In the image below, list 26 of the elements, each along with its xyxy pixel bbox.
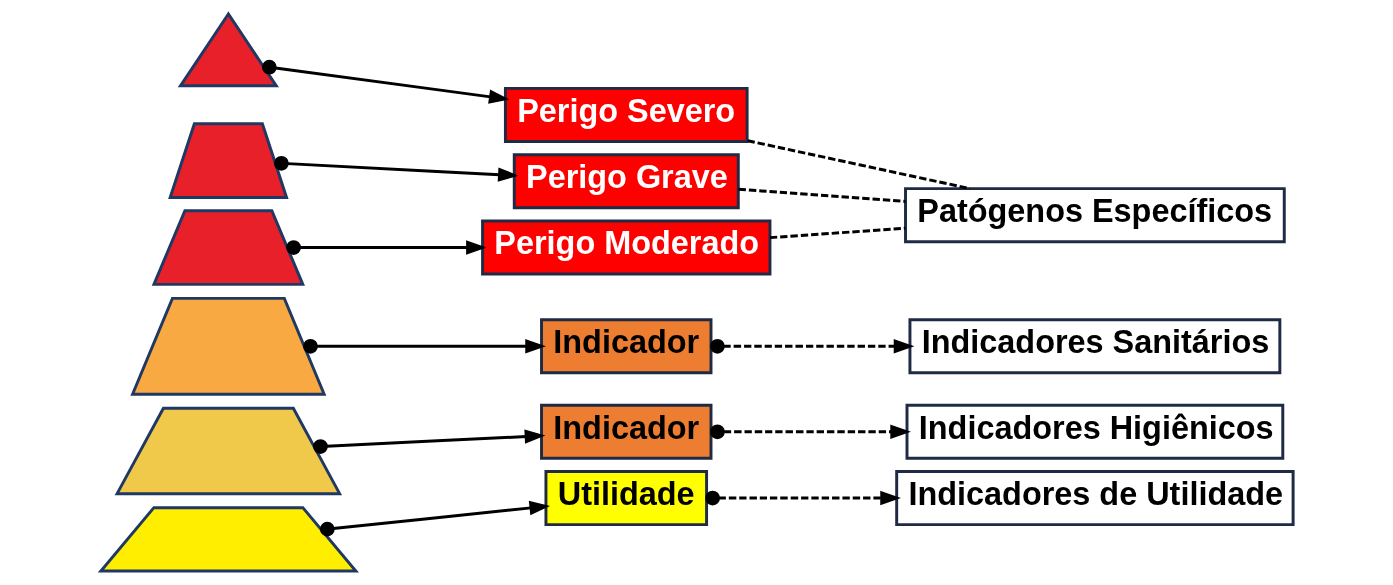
arrow xyxy=(704,490,901,506)
connector xyxy=(769,226,905,240)
node-box: Utilidade xyxy=(543,470,708,527)
node-box: Patógenos Específicos xyxy=(903,187,1286,244)
connector xyxy=(738,187,906,203)
arrow xyxy=(709,424,911,440)
node-trapezoid xyxy=(114,406,342,496)
node-box: Indicadores Sanitários xyxy=(907,318,1281,375)
arrow xyxy=(319,500,550,537)
node-box: Perigo Moderado xyxy=(480,219,771,276)
arrow xyxy=(261,59,510,104)
node-box: Indicador xyxy=(539,403,712,460)
arrow xyxy=(285,240,487,255)
node-trapezoid xyxy=(151,209,305,286)
node-box: Perigo Grave xyxy=(512,153,740,210)
arrow xyxy=(312,429,545,454)
node-box: Indicadores Higiênicos xyxy=(905,403,1284,460)
node-box: Indicadores de Utilidade xyxy=(894,470,1295,527)
arrow xyxy=(709,338,914,354)
arrow xyxy=(302,338,546,354)
connector xyxy=(746,139,970,190)
arrow xyxy=(273,155,519,182)
node-box: Indicador xyxy=(539,318,712,375)
node-box: Perigo Severo xyxy=(503,86,749,143)
node-trapezoid xyxy=(97,506,359,573)
node-trapezoid xyxy=(129,296,326,396)
